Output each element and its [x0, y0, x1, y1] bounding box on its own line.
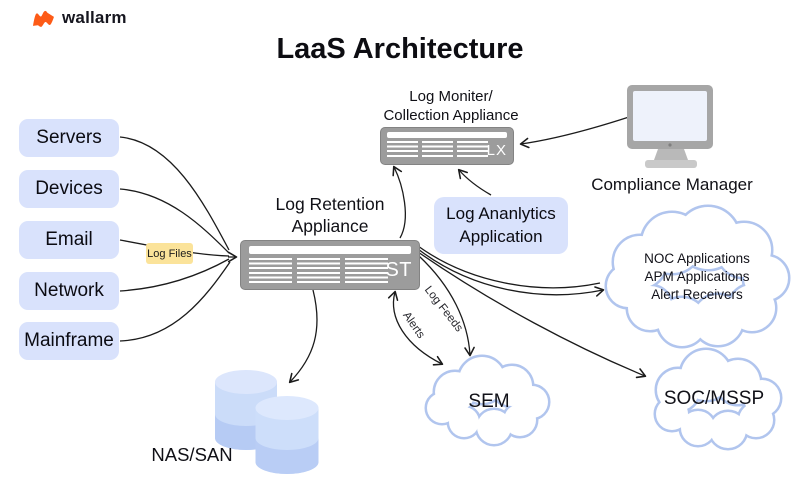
edge-compliance-to-lx — [519, 116, 630, 149]
appliance-vent — [457, 141, 488, 158]
appliance-vent — [297, 258, 340, 284]
retention-appliance-label-line2: Appliance — [291, 216, 369, 237]
appliance-topbar — [249, 246, 411, 254]
alerts-edge-label: Alerts — [400, 310, 427, 341]
appliance-vent — [422, 141, 453, 158]
sem-cloud: SEM — [424, 354, 551, 447]
database-cylinders-icon — [215, 370, 319, 474]
computer-monitor-icon — [627, 85, 713, 168]
node-mainframe-label: Mainframe — [24, 330, 114, 351]
compliance-manager-label: Compliance Manager — [591, 175, 753, 194]
core-edges — [288, 116, 647, 384]
retention-appliance-badge: ST — [385, 259, 412, 281]
nas-san-label: NAS/SAN — [151, 444, 233, 465]
appliance-vent — [387, 141, 418, 158]
soc-cloud: SOC/MSSP — [653, 347, 783, 451]
noc-cloud-line1: NOC Applications — [644, 251, 750, 266]
node-log-analytics: Log Ananlytics Application — [434, 197, 568, 254]
source-edges — [119, 136, 238, 342]
retention-appliance-icon: ST — [240, 240, 420, 290]
edge-st-to-nas — [288, 289, 318, 384]
appliance-vent — [345, 258, 388, 284]
monitor-appliance-icon: LX — [380, 127, 514, 165]
monitor-appliance-label: Log Moniter/ Collection Appliance — [365, 87, 537, 125]
node-servers: Servers — [19, 119, 119, 157]
sem-cloud-label: SEM — [468, 391, 509, 412]
node-devices-label: Devices — [35, 178, 103, 199]
edge-st-to-soc — [417, 251, 647, 379]
node-devices: Devices — [19, 170, 119, 208]
edge-analytics-to-lx — [457, 168, 492, 196]
page-title: LaaS Architecture — [276, 33, 524, 65]
node-network: Network — [19, 272, 119, 310]
edge-st-to-sem-logfeeds — [418, 255, 475, 357]
edge-st-sem-alerts — [387, 290, 444, 366]
retention-appliance-label-line1: Log Retention — [275, 194, 385, 214]
log-files-tag: Log Files — [146, 243, 193, 264]
monitor-appliance-badge: LX — [486, 142, 507, 159]
noc-cloud: NOC Applications APM Applications Alert … — [604, 204, 791, 349]
retention-appliance-label: Log Retention Appliance — [230, 193, 430, 238]
log-files-tag-label: Log Files — [147, 247, 192, 260]
node-email: Email — [19, 221, 119, 259]
node-mainframe: Mainframe — [19, 322, 119, 360]
node-email-label: Email — [45, 229, 93, 250]
noc-cloud-line2: APM Applications — [644, 269, 749, 284]
node-network-label: Network — [34, 280, 104, 301]
brand-logo: wallarm — [32, 8, 127, 28]
appliance-topbar — [387, 132, 507, 138]
noc-cloud-line3: Alert Receivers — [651, 287, 743, 302]
soc-cloud-label: SOC/MSSP — [664, 388, 764, 409]
edge-st-to-noc — [417, 248, 605, 297]
edge-st-to-noc-extra — [417, 245, 601, 289]
monitor-appliance-label-line1: Log Moniter/ — [409, 88, 493, 105]
appliance-vent — [249, 258, 292, 284]
log-analytics-line2: Application — [459, 226, 543, 246]
edge-st-to-lx — [392, 165, 406, 239]
log-analytics-line1: Log Ananlytics — [446, 204, 556, 224]
node-servers-label: Servers — [36, 127, 102, 148]
wallarm-logo-icon — [33, 10, 54, 27]
monitor-appliance-label-line2: Collection Appliance — [383, 107, 519, 125]
brand-name: wallarm — [62, 8, 127, 27]
